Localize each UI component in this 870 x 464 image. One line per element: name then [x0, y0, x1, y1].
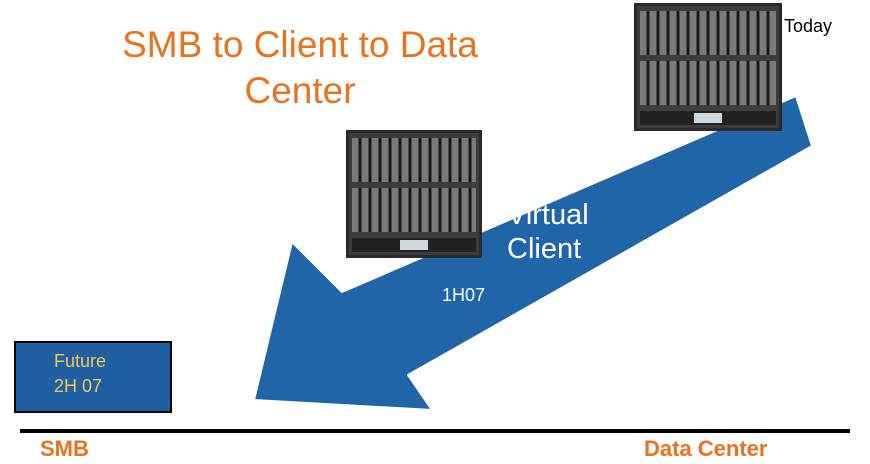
baseline-divider: [20, 429, 850, 433]
future-box: Future 2H 07: [14, 341, 172, 413]
server-today-icon: [634, 3, 782, 136]
server-client-icon: [346, 130, 482, 263]
1h07-label: 1H07: [442, 285, 486, 305]
virtual-client-label: Virtual Client: [507, 199, 589, 265]
future-label: Future 2H 07: [54, 351, 107, 396]
today-label: Today: [784, 16, 833, 36]
slide-title: SMB to Client to Data Center: [122, 24, 478, 111]
smb-label: SMB: [40, 436, 89, 461]
data-center-label: Data Center: [644, 436, 768, 461]
